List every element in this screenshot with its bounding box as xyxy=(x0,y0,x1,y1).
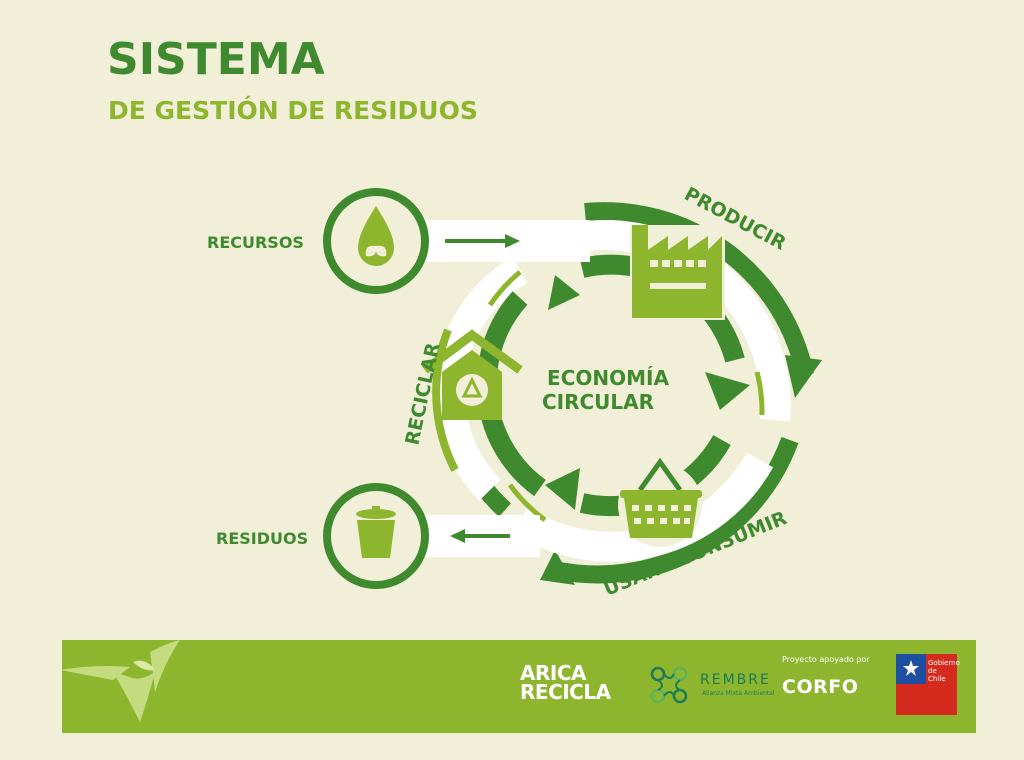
rembre-logo-text: REMBRE xyxy=(700,672,771,688)
factory-icon xyxy=(617,205,725,320)
arrow-head-consumir xyxy=(540,550,575,585)
rembre-logo-subtext: Alianza Mixta Ambiental xyxy=(702,690,775,697)
gobierno-chile-text: Gobierno de Chile xyxy=(928,659,960,683)
corfo-logo: CORFO xyxy=(782,676,859,698)
rembre-logo-icon xyxy=(650,666,688,704)
output-label-residuos: RESIDUOS xyxy=(216,529,308,548)
footer-band xyxy=(62,640,976,733)
arica-logo-line2: RECICLA xyxy=(520,680,611,704)
trash-bin-icon xyxy=(356,506,396,558)
residuos-bar xyxy=(420,515,540,557)
arica-recicla-logo: ARICA RECICLA xyxy=(520,661,611,704)
inner-arrow-left xyxy=(548,275,580,310)
basket-icon xyxy=(618,457,702,547)
title-subtitle: DE GESTIÓN DE RESIDUOS xyxy=(108,96,478,125)
hummingbird-logo-icon xyxy=(60,640,180,722)
recursos-icon-circle xyxy=(323,188,429,294)
center-label-line1: ECONOMÍA xyxy=(547,366,669,390)
inner-arrow-bottom xyxy=(545,468,580,510)
inner-arrow-right xyxy=(705,372,750,410)
title-main: SISTEMA xyxy=(107,34,325,85)
center-label-line2: CIRCULAR xyxy=(542,390,654,414)
gobierno-chile-logo xyxy=(896,654,957,715)
proyecto-apoyado-text: Proyecto apoyado por xyxy=(782,655,870,664)
residuos-icon-circle xyxy=(323,483,429,589)
recursos-bar xyxy=(420,220,590,262)
arica-logo-line1: ARICA xyxy=(520,661,586,685)
circular-economy-diagram: ECONOMÍA CIRCULAR PRODUCIR USAR - CONSUM… xyxy=(207,183,822,601)
input-label-recursos: RECURSOS xyxy=(207,233,304,252)
light-arcs xyxy=(432,270,765,523)
arrow-head-producir xyxy=(785,355,822,398)
water-drop-icon xyxy=(358,206,394,266)
recycle-house-icon xyxy=(422,329,523,420)
